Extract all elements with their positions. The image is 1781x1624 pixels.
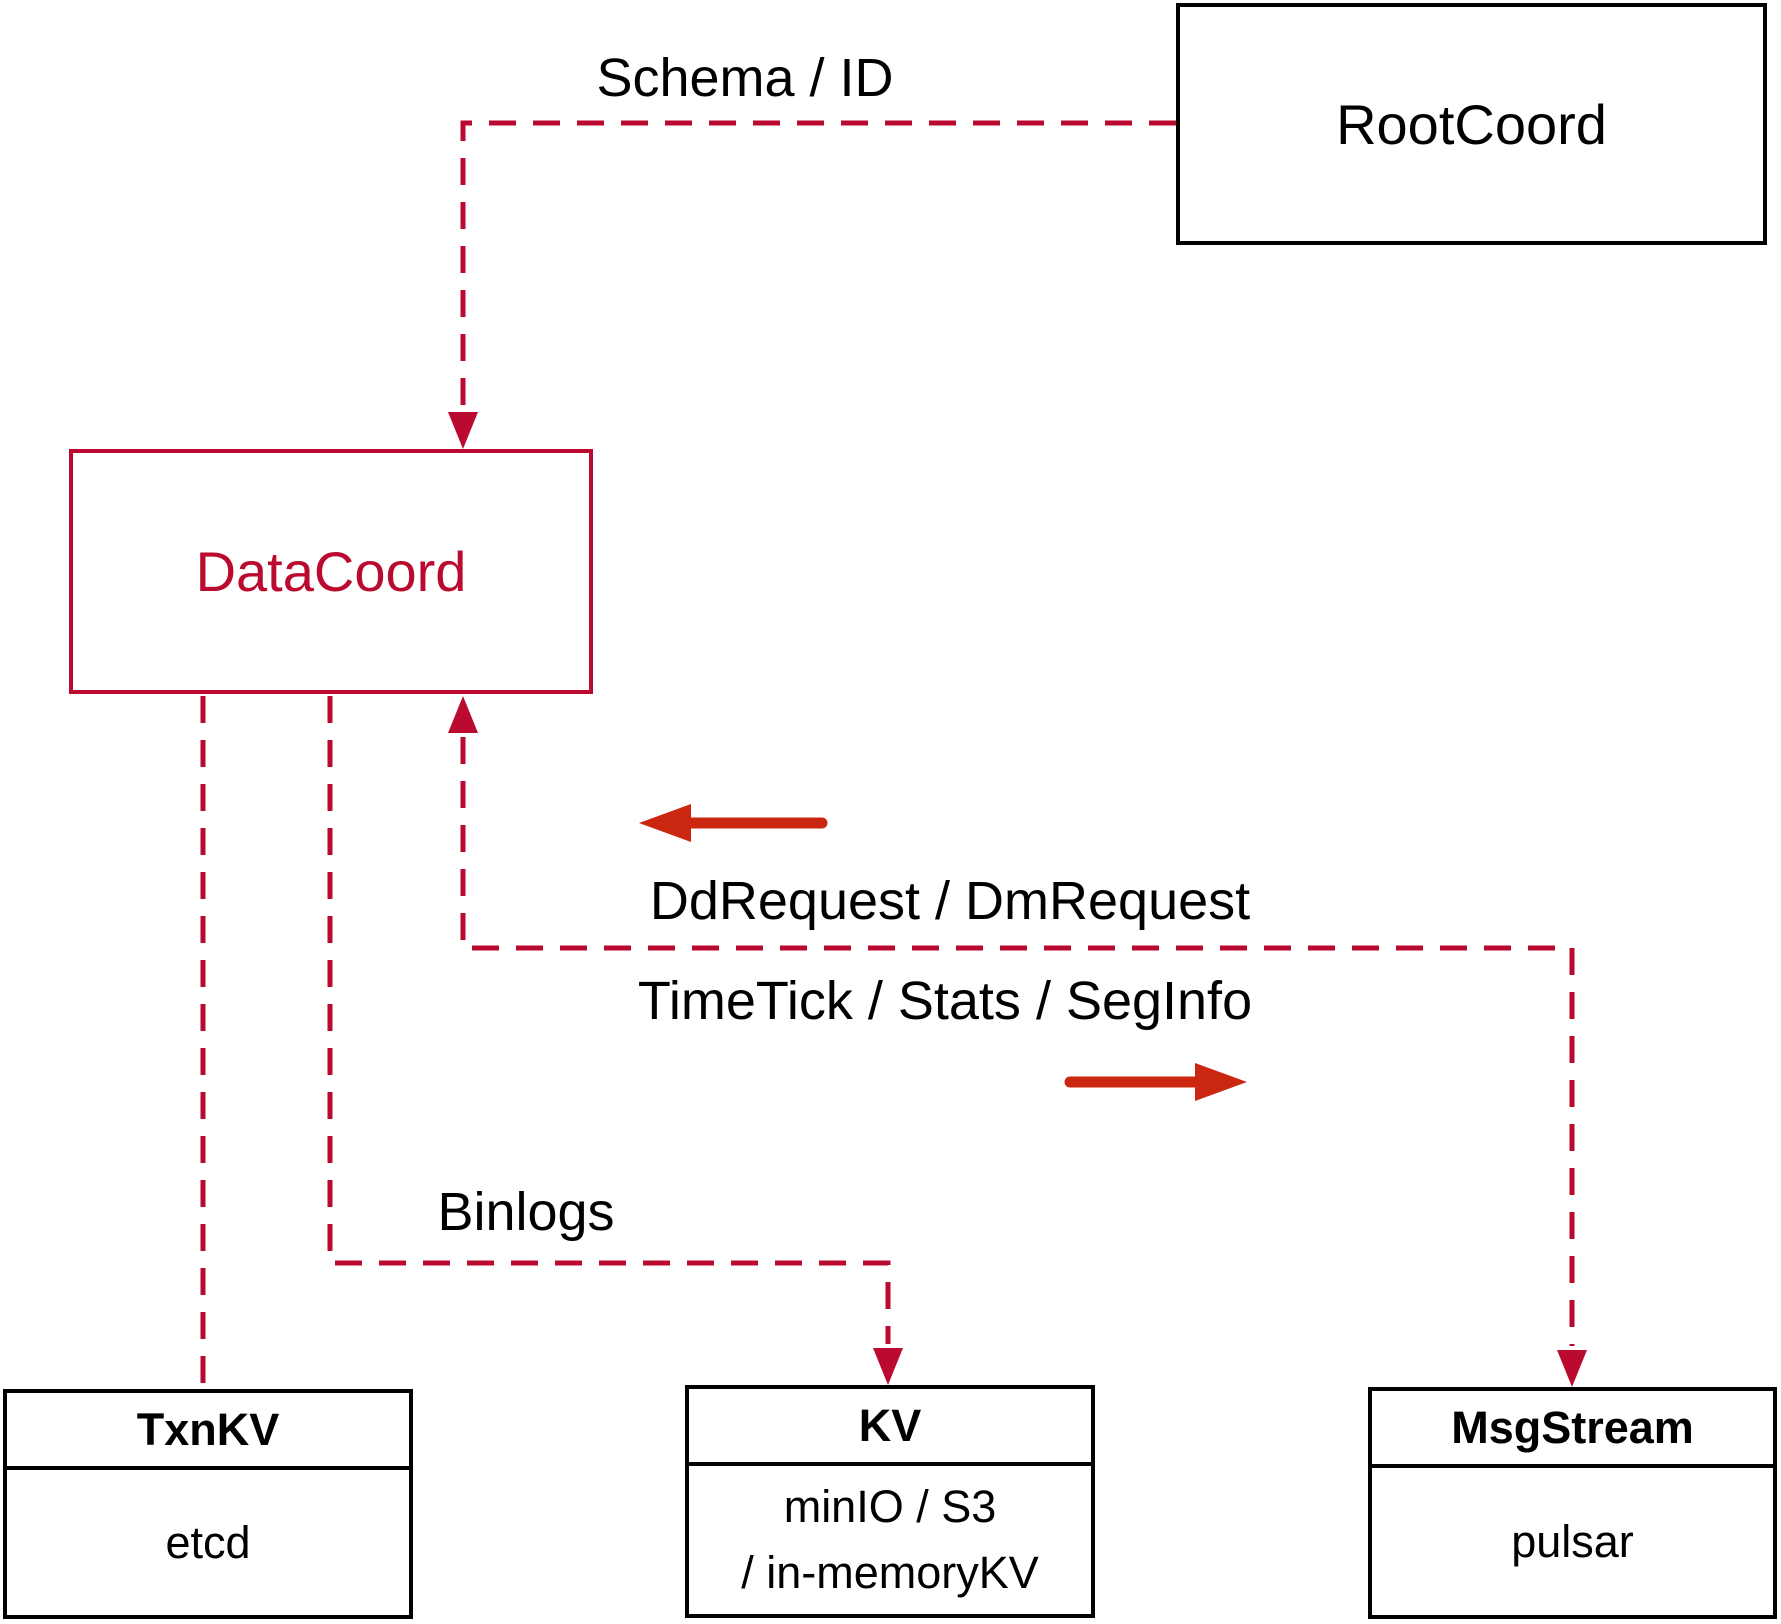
direction-arrow-left-icon	[639, 804, 828, 842]
node-datacoord-label: DataCoord	[195, 540, 467, 603]
edge-binlogs	[327, 696, 903, 1385]
node-txnkv-row: etcd	[165, 1516, 251, 1568]
arrowhead-down-icon	[873, 1348, 903, 1385]
node-kv-row: minIO / S3	[783, 1481, 997, 1532]
node-msgstream-body: pulsar	[1372, 1468, 1773, 1615]
edge-label-timetick: TimeTick / Stats / SegInfo	[637, 971, 1253, 1031]
node-txnkv-title: TxnKV	[7, 1393, 409, 1470]
node-msgstream-row: pulsar	[1511, 1515, 1634, 1567]
node-kv-title: KV	[689, 1389, 1091, 1466]
edge-label-binlogs: Binlogs	[437, 1182, 615, 1242]
node-msgstream: MsgStream pulsar	[1368, 1387, 1777, 1619]
node-kv: KV minIO / S3 / in-memoryKV	[685, 1385, 1095, 1618]
node-msgstream-title: MsgStream	[1372, 1391, 1773, 1468]
node-rootcoord-label: RootCoord	[1336, 92, 1607, 156]
edge-schema-id	[448, 120, 1176, 449]
node-datacoord: DataCoord	[69, 449, 593, 694]
edge-binlogs-line	[327, 696, 891, 1344]
node-rootcoord: RootCoord	[1176, 3, 1767, 245]
node-txnkv-body: etcd	[7, 1470, 409, 1615]
node-kv-row: / in-memoryKV	[741, 1547, 1039, 1598]
edge-label-schema-id: Schema / ID	[596, 48, 894, 108]
arrowhead-up-icon	[448, 696, 478, 733]
node-kv-body: minIO / S3 / in-memoryKV	[689, 1466, 1091, 1614]
arrowhead-down-icon	[1557, 1350, 1587, 1387]
edge-datacoord-msgstream-line	[460, 737, 1575, 1346]
edge-label-ddrequest: DdRequest / DmRequest	[649, 871, 1251, 931]
edge-datacoord-msgstream	[448, 696, 1587, 1387]
node-txnkv: TxnKV etcd	[3, 1389, 413, 1619]
arrowhead-down-icon	[448, 412, 478, 449]
edge-schema-id-line	[460, 120, 1176, 408]
direction-arrow-right-icon	[1064, 1063, 1247, 1101]
